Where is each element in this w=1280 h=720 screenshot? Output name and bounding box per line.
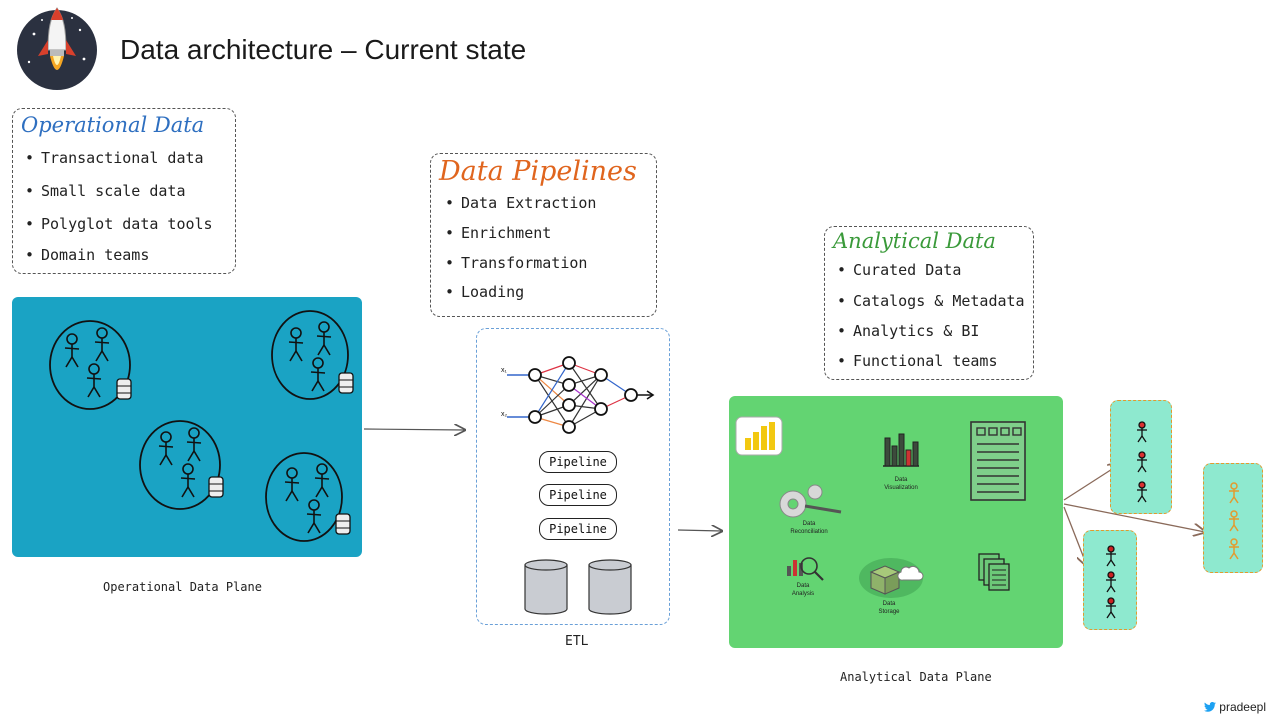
data-reconciliation-label: Data Reconciliation [790, 521, 828, 535]
power-bi-icon [735, 416, 783, 456]
neural-network-icon [507, 356, 655, 434]
etl-box: x₁ x₂ Pipeline Pipeline Pipeline [476, 328, 670, 625]
twitter-handle-text: pradeepl [1219, 700, 1266, 714]
database-icon [524, 559, 632, 615]
twitter-icon [1204, 702, 1217, 712]
twitter-handle[interactable]: pradeepl [1204, 700, 1266, 714]
dashboard-icon [970, 421, 1026, 501]
arrow-analytical-to-consumers-2 [1063, 503, 1205, 532]
operational-data-title: Operational Data [21, 113, 205, 137]
list-item: Loading [439, 283, 653, 312]
team-cluster-1 [49, 320, 132, 410]
pipeline-2: Pipeline [539, 484, 617, 506]
person-icon [1137, 421, 1147, 503]
list-item: Polyglot data tools [19, 215, 233, 246]
analytical-data-list: Curated Data Catalogs & Metadata Analyti… [831, 261, 1035, 382]
rocket-logo-icon [17, 7, 97, 90]
data-storage-label: Data Storage [878, 601, 900, 615]
person-icon [1229, 482, 1239, 560]
arrow-operational-to-etl [363, 429, 465, 430]
consumer-card-3 [1083, 530, 1137, 630]
consumer-card-2 [1203, 463, 1263, 573]
page-title: Data architecture – Current state [120, 34, 527, 65]
pipeline-1: Pipeline [539, 451, 617, 473]
bar-chart-icon [883, 433, 919, 467]
analytical-data-box: Analytical Data Curated Data Catalogs & … [824, 226, 1034, 380]
list-item: Enrichment [439, 224, 653, 254]
data-analysis-label: Data Analysis [791, 583, 815, 597]
pipeline-3: Pipeline [539, 518, 617, 540]
data-pipelines-list: Data Extraction Enrichment Transformatio… [439, 194, 653, 312]
list-item: Small scale data [19, 182, 233, 215]
consumer-card-1 [1110, 400, 1172, 514]
pipeline-label: Pipeline [549, 455, 607, 469]
list-item: Curated Data [831, 261, 1035, 292]
analytical-data-plane: Data Visualization Data Reconciliation [729, 396, 1063, 648]
operational-plane-caption: Operational Data Plane [103, 580, 262, 594]
operational-data-box: Operational Data Transactional data Smal… [12, 108, 236, 274]
documents-icon [978, 553, 1010, 591]
box-cloud-icon [859, 558, 924, 598]
arrow-etl-to-analytical [677, 530, 722, 531]
list-item: Domain teams [19, 246, 233, 276]
magnifier-chart-icon [787, 557, 824, 581]
data-pipelines-box: Data Pipelines Data Extraction Enrichmen… [430, 153, 657, 317]
domain-teams-illustration [49, 310, 354, 542]
operational-data-list: Transactional data Small scale data Poly… [19, 149, 233, 276]
list-item: Catalogs & Metadata [831, 292, 1035, 322]
person-icon [1106, 545, 1116, 619]
logo [14, 4, 100, 90]
data-pipelines-title: Data Pipelines [439, 156, 637, 187]
nn-input-x2: x₂ [501, 411, 508, 418]
team-cluster-2 [271, 310, 354, 400]
operational-data-plane [12, 297, 362, 557]
list-item: Data Extraction [439, 194, 653, 224]
pipeline-label: Pipeline [549, 488, 607, 502]
etl-caption: ETL [565, 634, 589, 649]
list-item: Transformation [439, 254, 653, 283]
analytical-data-title: Analytical Data [833, 229, 996, 253]
list-item: Functional teams [831, 352, 1035, 382]
analytical-plane-caption: Analytical Data Plane [840, 670, 992, 684]
team-cluster-3 [139, 420, 224, 510]
pipeline-label: Pipeline [549, 522, 607, 536]
list-item: Transactional data [19, 149, 233, 182]
gear-icon [779, 484, 842, 518]
team-cluster-4 [265, 452, 351, 542]
nn-input-x1: x₁ [501, 367, 507, 374]
list-item: Analytics & BI [831, 322, 1035, 352]
data-visualization-label: Data Visualization [884, 477, 918, 491]
